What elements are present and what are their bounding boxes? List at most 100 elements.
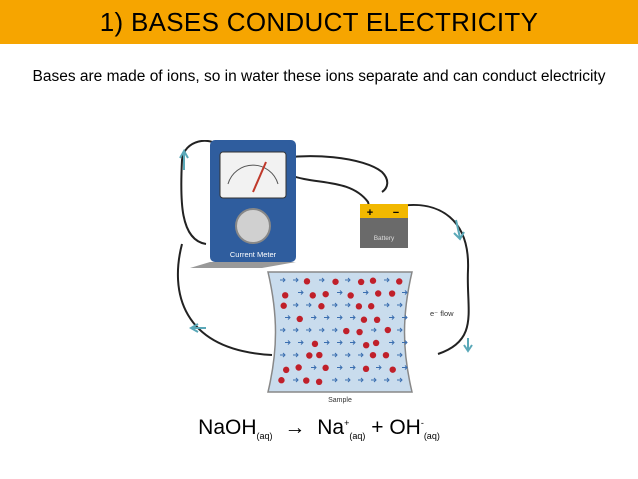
ion-dot [278, 377, 285, 384]
electron-arrow-icon [319, 327, 325, 333]
hydroxide-charge: - [420, 418, 424, 428]
ion-dot [369, 351, 377, 359]
meter-label: Current Meter [230, 250, 277, 259]
electron-arrow-icon [402, 365, 408, 370]
hydroxide-state: (aq) [423, 431, 440, 442]
flow-arrow-icon [453, 219, 465, 241]
ion-dot [280, 302, 287, 309]
ion-dot [332, 278, 339, 285]
electron-arrow-icon [376, 365, 382, 370]
electron-arrow-icon [293, 377, 299, 383]
electron-arrow-icon [389, 315, 395, 320]
electron-arrow-icon [293, 277, 299, 283]
electron-arrow-icon [337, 290, 343, 295]
electron-arrow-icon [402, 290, 408, 295]
electron-arrow-icon [397, 302, 403, 308]
ion-dot [389, 366, 396, 373]
electron-arrow-icon [306, 302, 312, 308]
wire-left-down [176, 243, 273, 356]
ion-dot [347, 292, 354, 299]
electron-arrow-icon [332, 377, 338, 383]
electron-arrow-icon [280, 327, 286, 333]
ion-dot [355, 303, 363, 310]
slide-title: 1) BASES CONDUCT ELECTRICITY [99, 6, 539, 37]
flow-arrow-icon [179, 148, 189, 170]
meter-needle [252, 161, 267, 193]
electron-arrow-icon [306, 327, 312, 333]
electron-arrow-icon [332, 302, 338, 308]
wire-battery-meter [289, 174, 371, 211]
wire-left [180, 140, 223, 245]
ion-dot [374, 290, 382, 297]
electron-arrow-icon [332, 327, 338, 333]
electron-arrow-icon [384, 377, 390, 383]
battery-minus-label: − [393, 207, 399, 219]
electron-arrow-icon [293, 327, 299, 333]
electron-arrow-icon [397, 377, 403, 383]
current-meter: Current Meter [190, 140, 296, 268]
electron-arrow-icon [397, 327, 403, 333]
electron-arrow-icon [324, 340, 330, 345]
title-bar: 1) BASES CONDUCT ELECTRICITY [0, 0, 638, 44]
ion-dot [296, 315, 303, 323]
ion-dot [367, 303, 375, 310]
ion-dot [318, 303, 325, 310]
ion-particles [278, 277, 408, 386]
ion-dot [309, 292, 316, 299]
ion-dot [282, 366, 290, 374]
wire-top [259, 155, 389, 193]
sample-container: Sample [267, 271, 413, 404]
ion-dot [382, 351, 390, 359]
electron-arrow-icon [371, 327, 377, 333]
electron-arrow-icon [345, 352, 351, 358]
electron-arrow-icon [311, 365, 317, 370]
battery: + − Battery [360, 204, 408, 248]
ion-dot [322, 364, 329, 372]
ion-dot [315, 378, 323, 386]
electron-arrow-icon [337, 340, 343, 345]
electron-arrow-icon [371, 377, 377, 383]
electron-arrow-icon [402, 315, 408, 320]
wire-right [399, 204, 470, 355]
electron-arrow-icon [389, 340, 395, 345]
electron-arrow-icon [397, 352, 403, 358]
electron-arrow-icon [402, 340, 408, 345]
electron-arrow-icon [311, 315, 317, 320]
electron-arrow-icon [280, 352, 286, 358]
sodium-charge: + [344, 418, 350, 428]
electron-arrow-icon [384, 277, 390, 283]
electron-arrow-icon [293, 302, 299, 308]
electron-arrow-icon [298, 340, 304, 345]
dissociation-equation: NaOH(aq) → Na+(aq) + OH-(aq) [0, 416, 638, 441]
ion-dot [356, 328, 363, 336]
ion-dot [295, 364, 302, 371]
ion-dot [357, 278, 365, 286]
battery-label: Battery [374, 235, 395, 242]
electron-arrow-icon [337, 365, 343, 370]
ion-dot [303, 377, 310, 384]
electron-arrow-icon [345, 302, 351, 308]
ion-dot [388, 290, 396, 297]
electron-arrow-icon [324, 315, 330, 320]
electron-arrow-icon [358, 377, 364, 383]
electron-arrow-icon [384, 302, 390, 308]
reaction-arrow-icon: → [284, 416, 306, 439]
sample-label: Sample [328, 397, 352, 404]
ion-dot [311, 340, 319, 348]
electron-arrow-icon [319, 277, 325, 283]
electron-arrow-icon [332, 352, 338, 358]
product-sodium: Na [317, 416, 345, 439]
electron-arrow-icon [293, 352, 299, 358]
ion-dot [343, 327, 350, 335]
electron-arrow-icon [350, 340, 356, 345]
electron-arrow-icon [345, 377, 351, 383]
electron-arrow-icon [350, 315, 356, 320]
electron-arrow-icon [285, 315, 291, 320]
meter-dial-icon [235, 208, 271, 244]
electron-arrow-icon [337, 315, 343, 320]
ion-dot [362, 365, 370, 373]
ion-dot [369, 277, 377, 284]
electron-arrow-icon [298, 290, 304, 295]
ion-dot [282, 292, 289, 299]
reactant: NaOH [198, 416, 257, 439]
